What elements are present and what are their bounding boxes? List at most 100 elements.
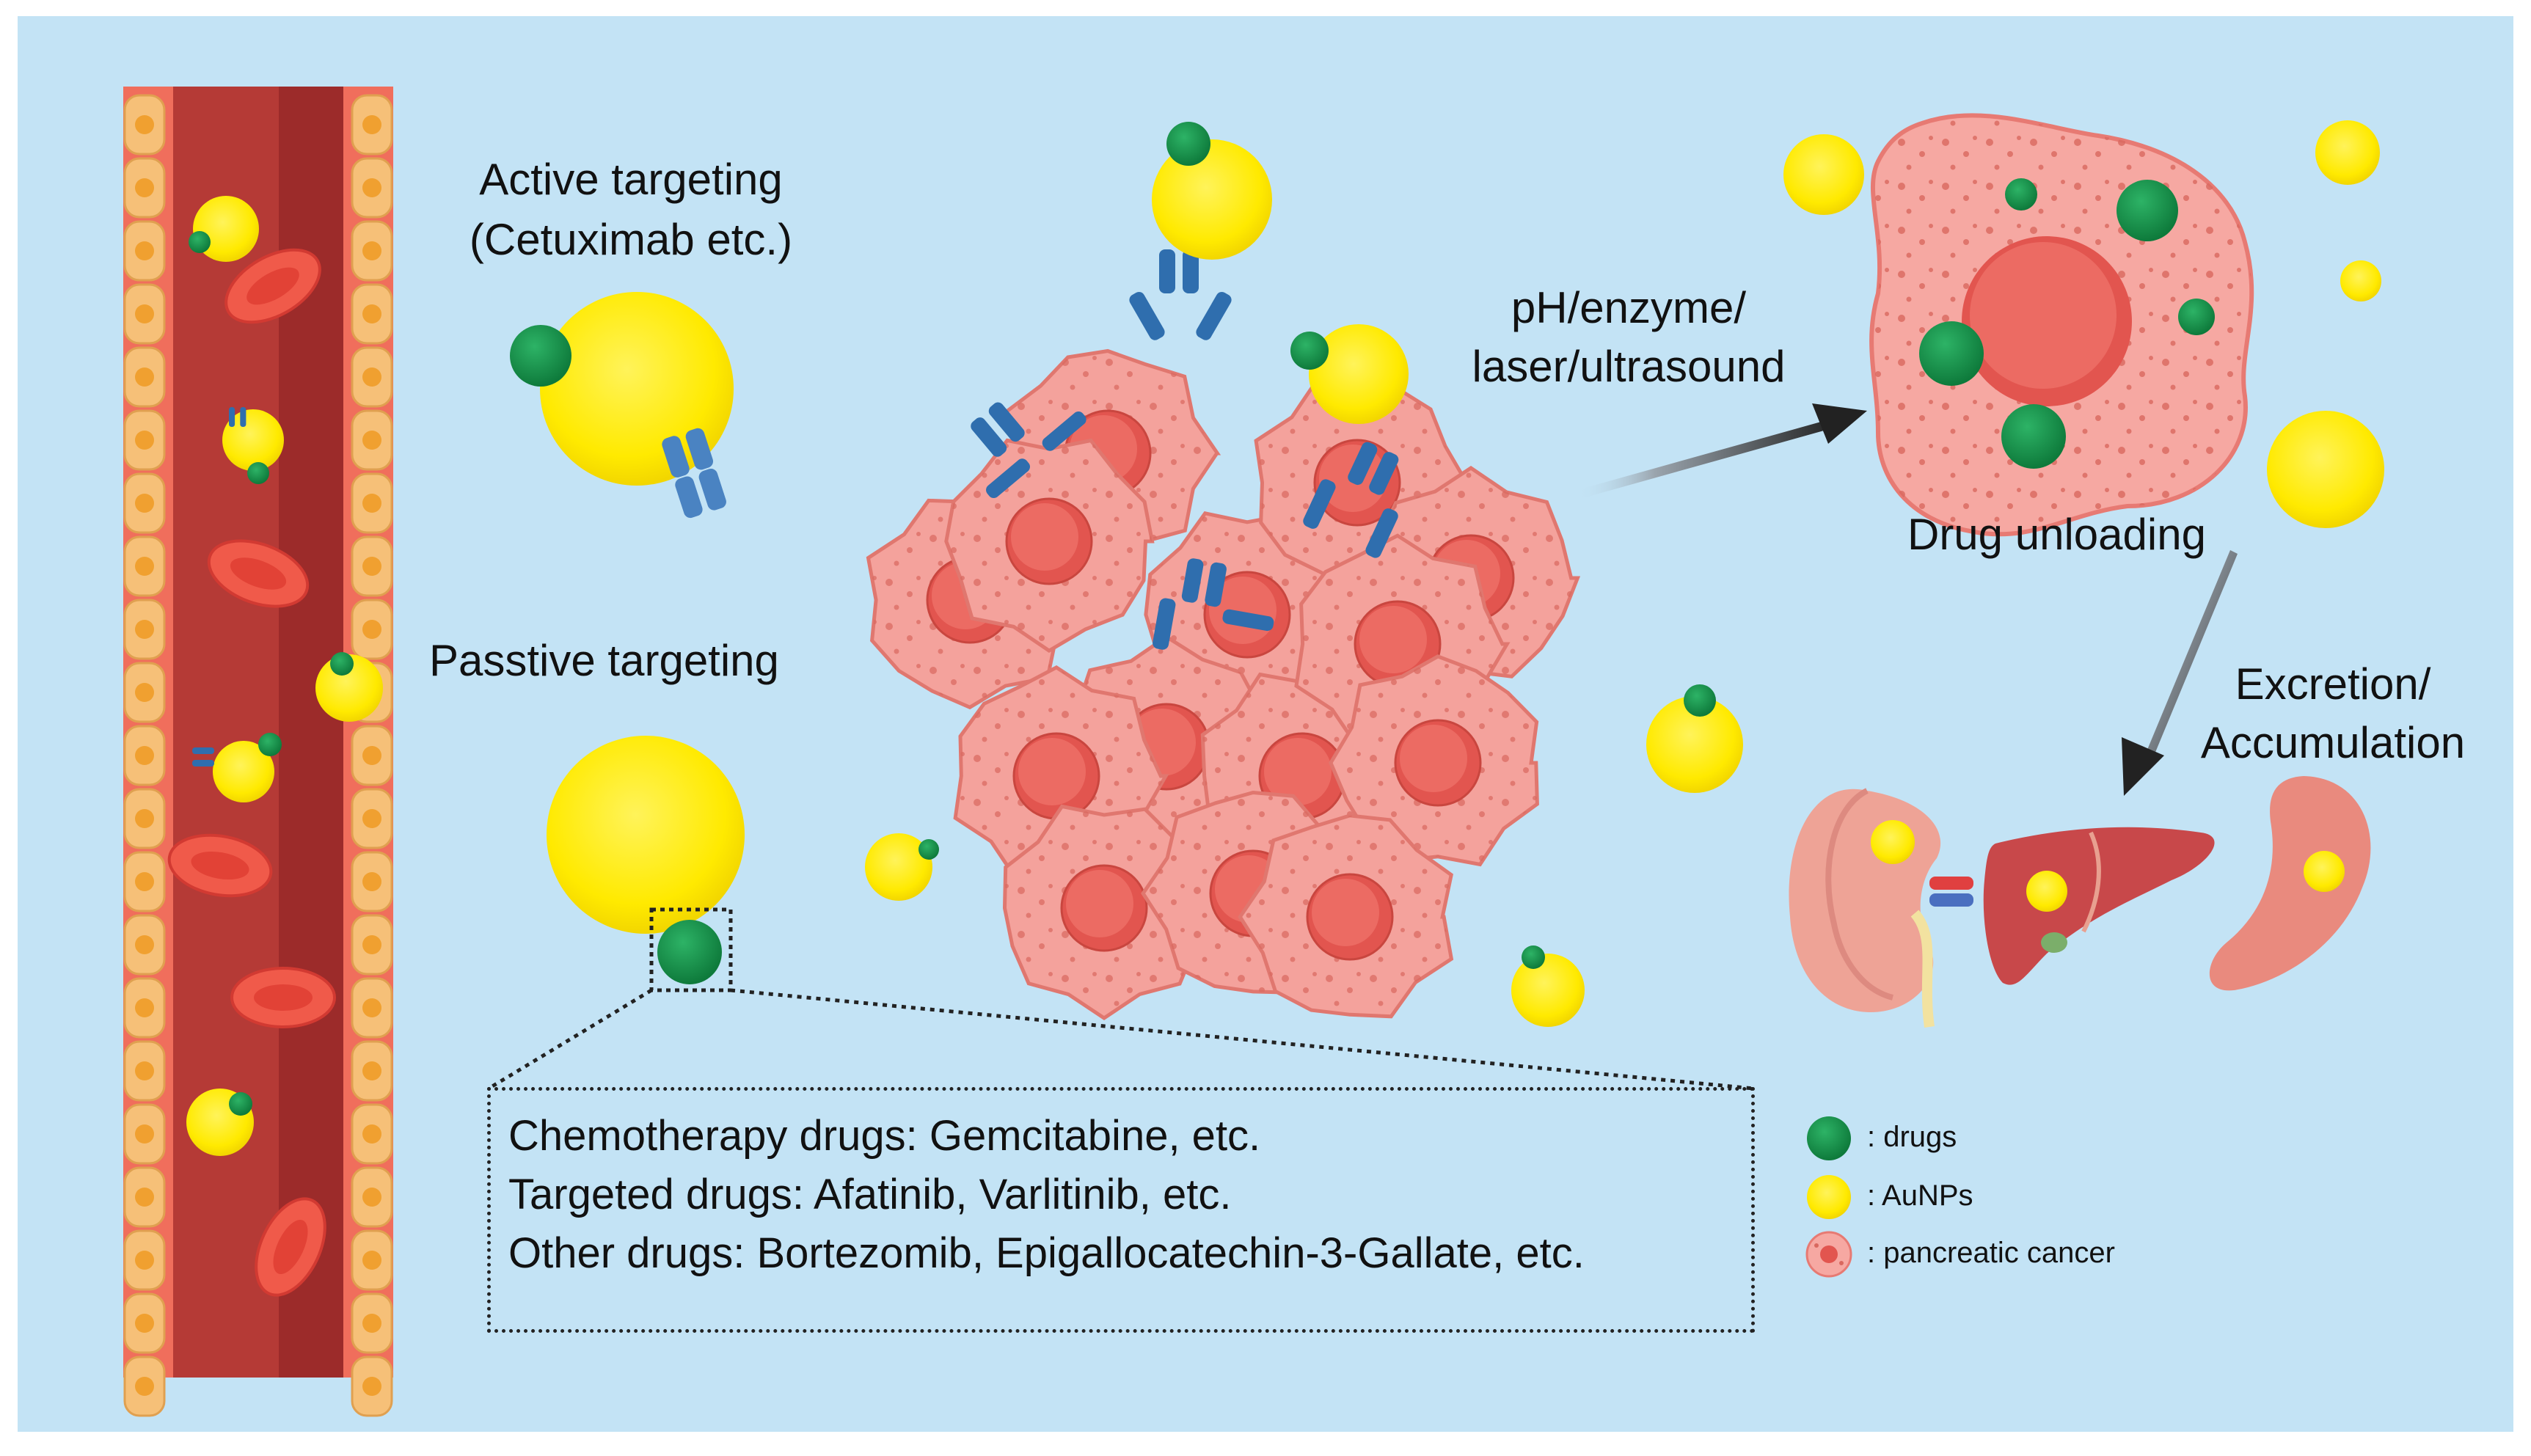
endothelial-cell (351, 977, 393, 1039)
endothelial-cell (351, 1040, 393, 1102)
tumor-cell (1329, 654, 1539, 867)
endothelial-cell (351, 157, 393, 219)
endothelial-cell (123, 599, 166, 660)
blood-vessel (123, 87, 393, 1417)
endothelium-left (123, 94, 166, 1417)
endothelial-cell (123, 725, 166, 786)
endothelial-cell (123, 1292, 166, 1354)
endothelial-cell (351, 220, 393, 282)
vessel-aunp-4 (192, 733, 282, 802)
arrow-to-unloading (1577, 403, 1867, 499)
active-targeting-example-label: (Cetuximab etc.) (469, 215, 793, 264)
endothelial-cell (123, 157, 166, 219)
endothelial-cell (351, 94, 393, 156)
tumor-cell (1238, 813, 1454, 1019)
passive-targeting-label: Passtive targeting (429, 636, 779, 685)
antibody-icon (229, 407, 246, 427)
drug-unloading-cell (1869, 113, 2254, 537)
endothelial-cell (123, 472, 166, 534)
aunp-upper-right (1290, 324, 1409, 424)
red-blood-cell (255, 1197, 326, 1297)
endothelial-cell (351, 346, 393, 408)
drug-unloading-label: Drug unloading (1907, 510, 2206, 559)
legend (1805, 1116, 1852, 1278)
endothelial-cell (351, 1103, 393, 1165)
vessel-nanoparticles (186, 196, 383, 1156)
endothelial-cell (351, 599, 393, 660)
endothelial-cell (123, 1040, 166, 1102)
endothelial-cell (123, 851, 166, 912)
spleen-icon (2209, 776, 2371, 991)
free-nanoparticles (1783, 120, 2384, 528)
endothelial-cell (123, 94, 166, 156)
aunp-left-small (865, 833, 939, 901)
red-blood-cell (167, 833, 273, 898)
antibody-icon (192, 747, 214, 767)
endothelial-cell (351, 283, 393, 345)
endothelial-cell (123, 662, 166, 723)
antibody-icon (1129, 249, 1232, 340)
legend-cancer-label: : pancreatic cancer (1867, 1237, 2115, 1269)
legend-aunps-label: : AuNPs (1867, 1179, 1973, 1212)
arrow-to-excretion (2122, 550, 2238, 796)
drug-line-chemotherapy: Chemotherapy drugs: Gemcitabine, etc. (508, 1112, 1261, 1160)
red-blood-cell (230, 967, 336, 1028)
antibody-icon (971, 402, 1086, 499)
endothelium-right (351, 94, 393, 1417)
endothelial-cell (123, 1166, 166, 1228)
endothelial-cell (123, 1356, 166, 1417)
antibody-icon (1303, 442, 1399, 558)
endothelial-cell (351, 535, 393, 597)
red-blood-cell (224, 248, 321, 324)
legend-cancer-icon (1805, 1231, 1852, 1278)
red-blood-cells (167, 248, 336, 1297)
tumor-antibodies (971, 249, 1399, 650)
trigger-label-line2: laser/ultrasound (1472, 342, 1786, 391)
endothelial-cell (351, 1166, 393, 1228)
endothelial-cell (123, 1103, 166, 1165)
endothelial-cell (351, 851, 393, 912)
endothelial-cell (351, 725, 393, 786)
vessel-aunp-1 (189, 196, 259, 262)
kidney-icon (1789, 788, 1973, 1028)
excretion-label-line2: Accumulation (2200, 718, 2466, 767)
endothelial-cell (123, 409, 166, 471)
tumor-cell (1002, 804, 1213, 1021)
antibody-icon (662, 428, 726, 519)
passive-targeting-particle (547, 736, 745, 992)
red-blood-cell (207, 539, 310, 608)
tumor-nanoparticles (865, 122, 1743, 1027)
aunp-top (1152, 122, 1272, 260)
antibody-icon (1153, 558, 1274, 650)
legend-aunp-icon (1807, 1175, 1851, 1219)
liver-icon (1983, 827, 2215, 985)
endothelial-cell (351, 914, 393, 976)
endothelial-cell (123, 977, 166, 1039)
aunp-right (1646, 684, 1743, 793)
zoom-box (649, 907, 733, 992)
drug-line-targeted: Targeted drugs: Afatinib, Varlitinib, et… (508, 1171, 1232, 1218)
drug-examples-box: Chemotherapy drugs: Gemcitabine, etc. Ta… (487, 1087, 1755, 1333)
endothelial-cell (351, 1229, 393, 1291)
vessel-aunp-5 (186, 1089, 254, 1156)
active-targeting-particle (510, 292, 734, 519)
drug-line-other: Other drugs: Bortezomib, Epigallocatechi… (508, 1229, 1585, 1277)
endothelial-cell (123, 535, 166, 597)
trigger-label-line1: pH/enzyme/ (1511, 283, 1747, 332)
vessel-aunp-3 (315, 652, 383, 722)
zoom-connectors (487, 988, 1754, 1091)
aunp-bottom (1511, 945, 1585, 1027)
endothelial-cell (351, 1292, 393, 1354)
endothelial-cell (123, 1229, 166, 1291)
vessel-aunp-2 (222, 407, 284, 484)
endothelial-cell (351, 409, 393, 471)
endothelial-cell (351, 1356, 393, 1417)
endothelial-cell (123, 788, 166, 849)
endothelial-cell (123, 914, 166, 976)
endothelial-cell (123, 220, 166, 282)
endothelial-cell (123, 346, 166, 408)
legend-drugs-label: : drugs (1867, 1121, 1957, 1153)
legend-drug-icon (1807, 1116, 1851, 1160)
